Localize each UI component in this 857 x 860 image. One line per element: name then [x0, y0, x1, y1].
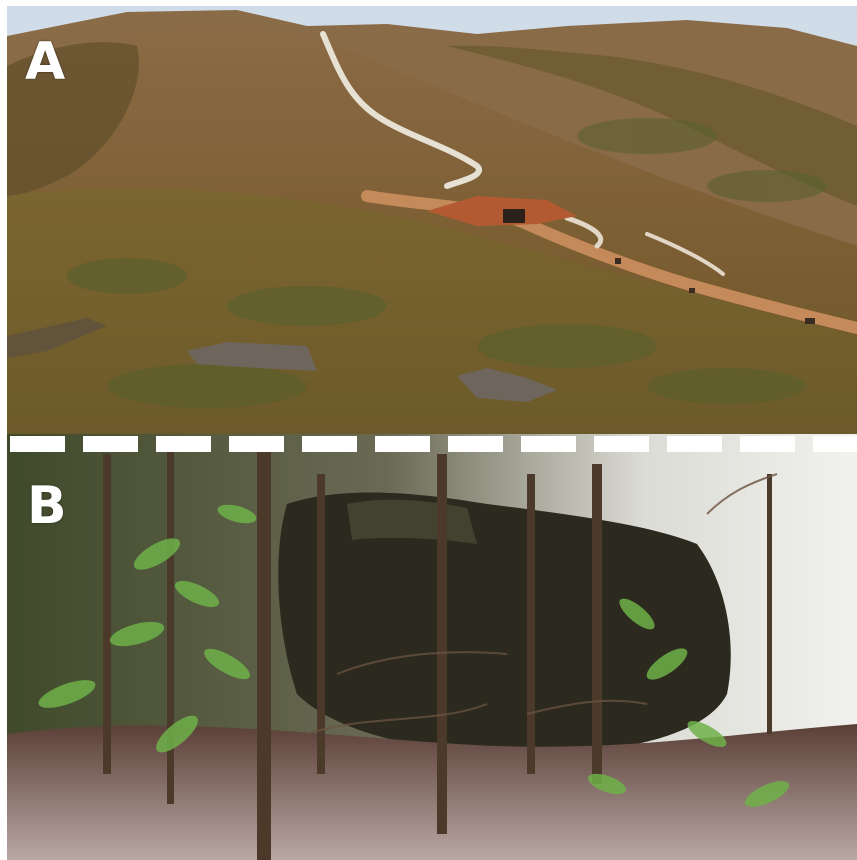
scale-bar: [10, 436, 857, 452]
landscape-photo-drawing: [7, 6, 857, 434]
panel-label-a: A: [25, 32, 66, 92]
panel-b-forest-photo: B: [7, 434, 857, 860]
panel-a-landscape-photo: A: [7, 6, 857, 434]
panel-label-b: B: [27, 476, 67, 536]
forest-photo-drawing: [7, 434, 857, 860]
